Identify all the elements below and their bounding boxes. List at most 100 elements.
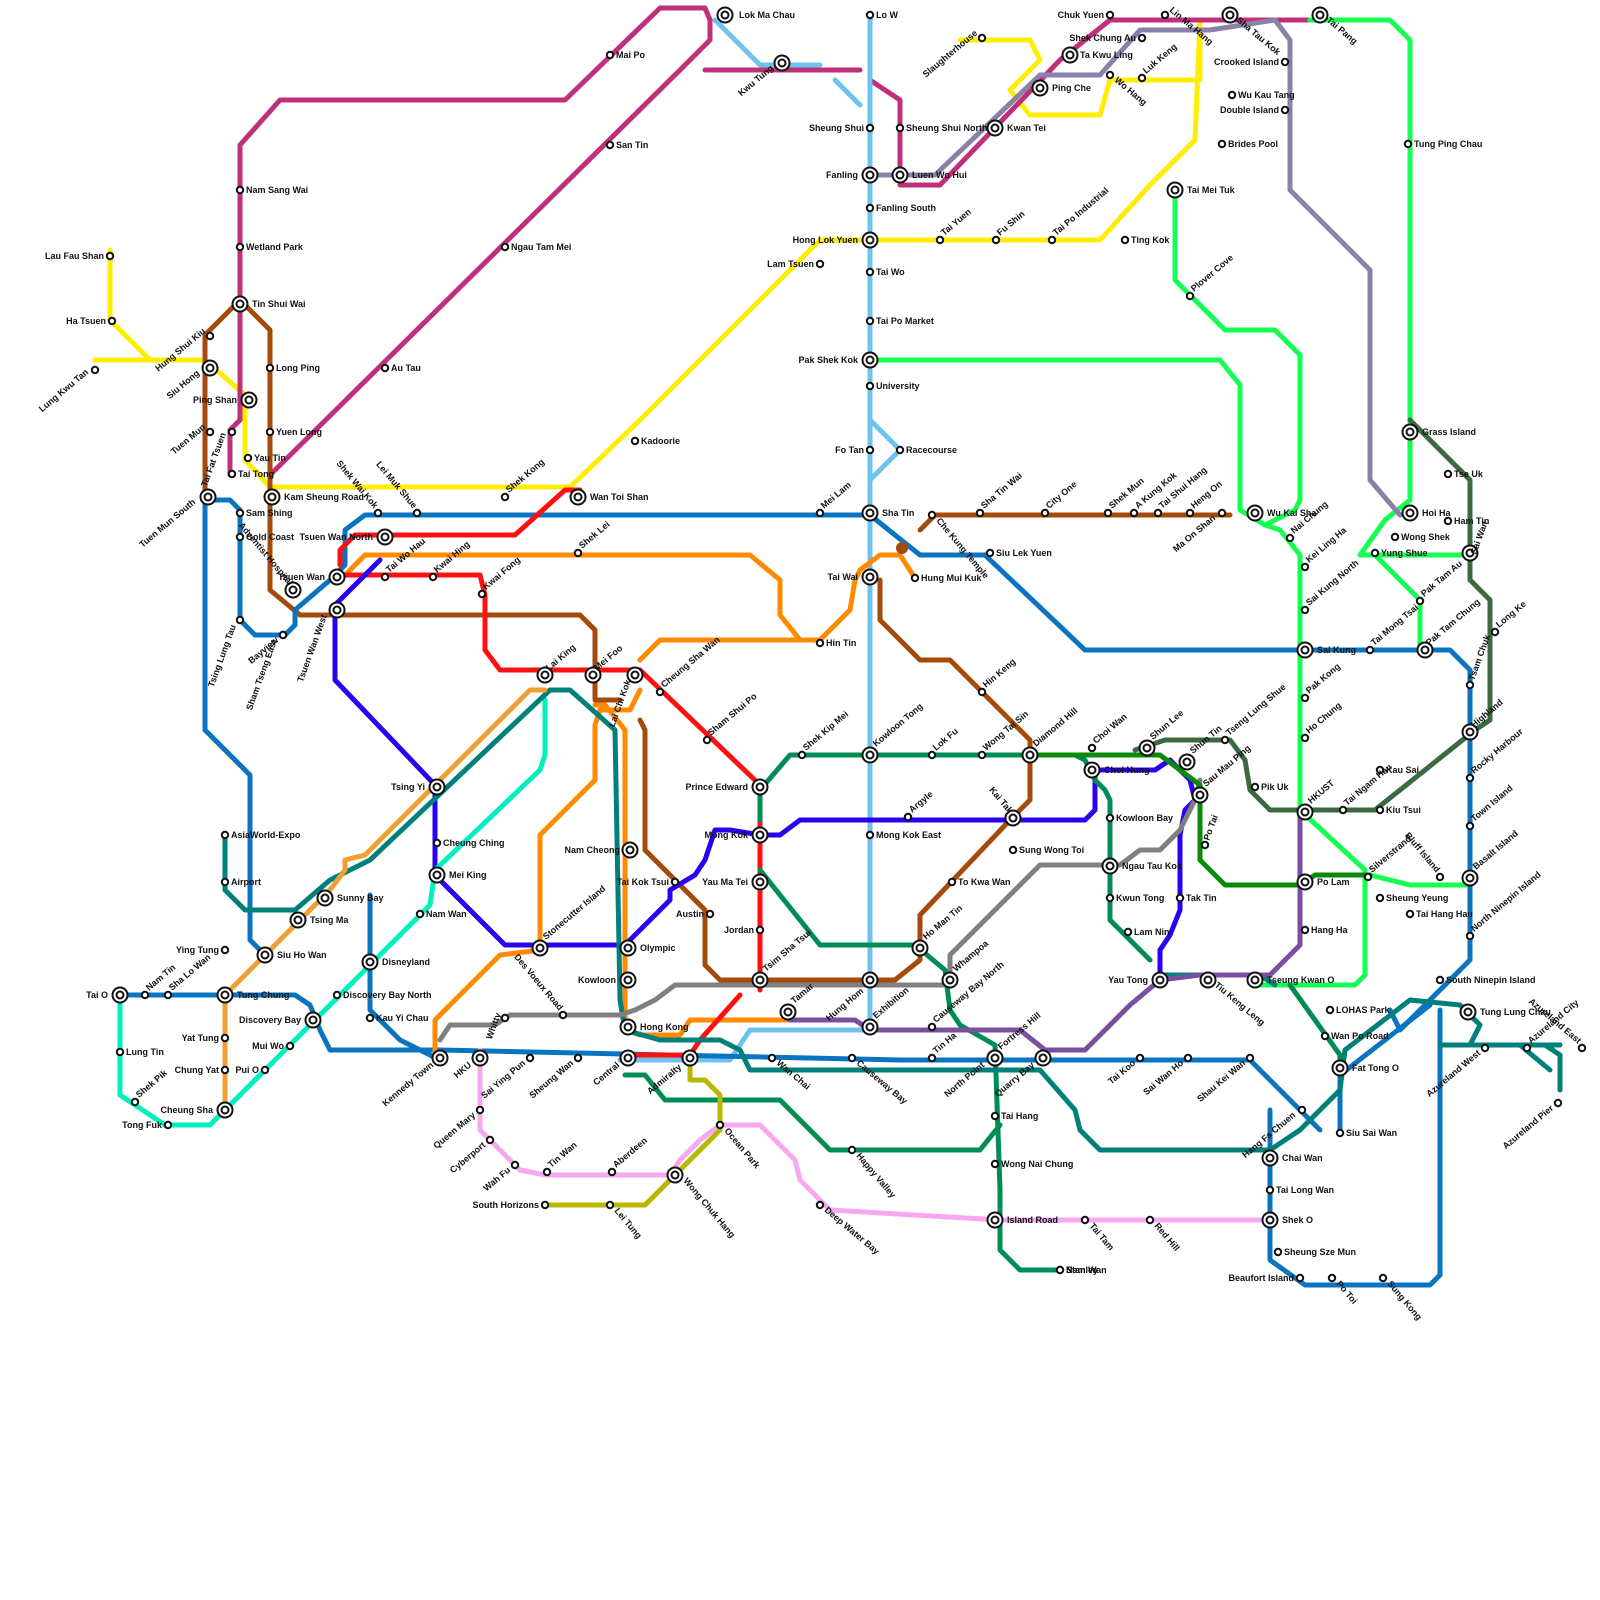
station-ngau-tau-kok[interactable] (1103, 859, 1118, 874)
station-lohas-park[interactable] (1327, 1007, 1333, 1013)
station-sung-kong[interactable] (1380, 1275, 1386, 1281)
station-lin-ma-hang[interactable] (1162, 12, 1168, 18)
station-shek-wai-kok[interactable] (375, 510, 381, 516)
station-luk-keng[interactable] (1139, 75, 1145, 81)
station-slaughterhouse[interactable] (979, 35, 985, 41)
station-tai-o[interactable] (113, 988, 128, 1003)
station-lok-fu[interactable] (929, 752, 935, 758)
station-hku[interactable] (473, 1051, 488, 1066)
station-pak-kong[interactable] (1302, 695, 1308, 701)
station-shek-chung-au[interactable] (1139, 35, 1145, 41)
station-racecourse[interactable] (897, 447, 903, 453)
station-azureland-pier[interactable] (1555, 1100, 1561, 1106)
station-tai-po-market[interactable] (867, 318, 873, 324)
station-nam-cheong[interactable] (623, 843, 638, 858)
station-lai-chi-kok[interactable] (628, 668, 643, 683)
station-azureland-east[interactable] (1579, 1045, 1585, 1051)
station-pak-shek-kok[interactable] (863, 353, 878, 368)
station-shek-lei[interactable] (575, 550, 581, 556)
station-chuk-yuen[interactable] (1107, 12, 1113, 18)
station-tai-hang[interactable] (992, 1113, 998, 1119)
station-shek-pik[interactable] (132, 1099, 138, 1105)
station-jordan[interactable] (757, 927, 763, 933)
station-tai-fat-tsuen[interactable] (229, 429, 235, 435)
station-mui-wo[interactable] (287, 1043, 293, 1049)
station-bayview[interactable] (280, 632, 286, 638)
station-hkust[interactable] (1298, 805, 1313, 820)
station-sam-shing[interactable] (237, 510, 243, 516)
station-kowloon[interactable] (621, 973, 636, 988)
station-hung-shui-kiu[interactable] (207, 333, 213, 339)
station-kei-ling-ha[interactable] (1302, 564, 1308, 570)
station-shek-kong[interactable] (502, 494, 508, 500)
station-sung-wong-toi[interactable] (1010, 847, 1016, 853)
station-wetland-park[interactable] (237, 244, 243, 250)
station-fat-tong-o[interactable] (1333, 1061, 1348, 1076)
station-kowloon-bay[interactable] (1107, 815, 1113, 821)
station-rocky-harbour[interactable] (1467, 775, 1473, 781)
station-south-ninepin-island[interactable] (1437, 977, 1443, 983)
station-tung-ping-chau[interactable] (1405, 141, 1411, 147)
station-siu-lek-yuen[interactable] (987, 550, 993, 556)
station-admiralty[interactable] (683, 1051, 698, 1066)
station-chung-yat[interactable] (222, 1067, 228, 1073)
station-wong-chuk-hang[interactable] (668, 1168, 683, 1183)
station-airport[interactable] (222, 879, 228, 885)
station-tai-ngam-hau[interactable] (1340, 807, 1346, 813)
station-tin-wan[interactable] (544, 1169, 550, 1175)
station-austin[interactable] (707, 911, 713, 917)
station-tsing-lung-tau[interactable] (237, 617, 243, 623)
station-choi-hung[interactable] (1085, 763, 1100, 778)
station-siu-ho-wan[interactable] (258, 948, 273, 963)
station-tai-pang[interactable] (1313, 8, 1328, 23)
station-pui-o[interactable] (262, 1067, 268, 1073)
station-plover-cove[interactable] (1187, 293, 1193, 299)
station-tai-mei-tuk[interactable] (1168, 183, 1183, 198)
station-wu-kau-tang[interactable] (1229, 92, 1235, 98)
station-lok-ma-chau[interactable] (718, 8, 733, 23)
station-tai-tam[interactable] (1082, 1217, 1088, 1223)
station-to-kwa-wan[interactable] (949, 879, 955, 885)
station-yung-shue[interactable] (1372, 550, 1378, 556)
station-pak-tam-au[interactable] (1417, 598, 1423, 604)
station-basalt-island[interactable] (1463, 871, 1478, 886)
station-po-lam[interactable] (1298, 875, 1313, 890)
station-tse-uk[interactable] (1445, 471, 1451, 477)
station-che-kung-temple[interactable] (929, 512, 935, 518)
station-olympic[interactable] (621, 941, 636, 956)
station-sheung-yeung[interactable] (1377, 895, 1383, 901)
station-a-kung-kok[interactable] (1131, 510, 1137, 516)
station-hung-mui-kuk[interactable] (912, 575, 918, 581)
station-fanling[interactable] (863, 168, 878, 183)
station-sunny-bay[interactable] (318, 891, 333, 906)
station-tsuen-wan[interactable] (330, 570, 345, 585)
station-hin-tin[interactable] (817, 640, 823, 646)
station-sheung-shui[interactable] (867, 125, 873, 131)
station-whampoa[interactable] (943, 973, 958, 988)
station-azureland-west[interactable] (1482, 1045, 1488, 1051)
station-wan-chai[interactable] (769, 1055, 775, 1061)
station-silverstrand[interactable] (1365, 874, 1371, 880)
station-pik-uk[interactable] (1252, 784, 1258, 790)
station-argyle[interactable] (905, 814, 911, 820)
station-ta-kwu-ling[interactable] (1063, 48, 1078, 63)
station-lam-tsuen[interactable] (817, 261, 823, 267)
station-lei-tung[interactable] (607, 1202, 613, 1208)
station-university[interactable] (867, 383, 873, 389)
station-south-horizons[interactable] (542, 1202, 548, 1208)
station-mong-kok-east[interactable] (867, 832, 873, 838)
station-crooked-island[interactable] (1282, 59, 1288, 65)
station-cyberport[interactable] (487, 1137, 493, 1143)
station-po-tai[interactable] (1202, 842, 1208, 848)
station-tamar[interactable] (781, 1005, 796, 1020)
station-deep-water-bay[interactable] (817, 1202, 823, 1208)
station-central[interactable] (621, 1051, 636, 1066)
station-tai-wo-hau[interactable] (382, 574, 388, 580)
station-lau-fau-shan[interactable] (107, 253, 113, 259)
station-sha-lo-wan[interactable] (165, 992, 171, 998)
station-wu-kai-sha[interactable] (1248, 506, 1263, 521)
station-kennedy-town[interactable] (433, 1051, 448, 1066)
station-des-voeux-road[interactable] (560, 1012, 566, 1018)
station-tai-wai[interactable] (863, 570, 878, 585)
station-tin-shui-wai[interactable] (233, 297, 248, 312)
